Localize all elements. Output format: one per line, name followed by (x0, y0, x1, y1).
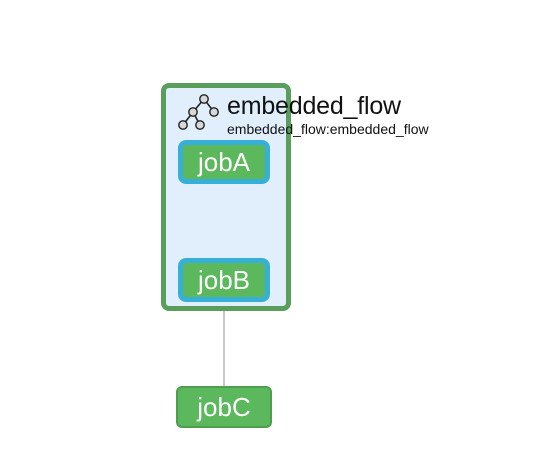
job-node-jobC[interactable]: jobC (176, 386, 272, 428)
job-node-jobB[interactable]: jobB (178, 258, 270, 302)
job-label: jobC (197, 392, 251, 422)
embedded-flow-subtitle: embedded_flow:embedded_flow (227, 121, 429, 137)
embedded-flow-title: embedded_flow (227, 92, 401, 120)
job-label: jobB (197, 265, 251, 295)
edge-embedded-flow-jobC (223, 306, 225, 388)
flow-tree-icon (178, 94, 219, 130)
job-node-jobA[interactable]: jobA (178, 140, 270, 184)
embedded-flow-header: embedded_flow embedded_flow:embedded_flo… (176, 92, 476, 142)
job-label: jobA (197, 147, 251, 177)
